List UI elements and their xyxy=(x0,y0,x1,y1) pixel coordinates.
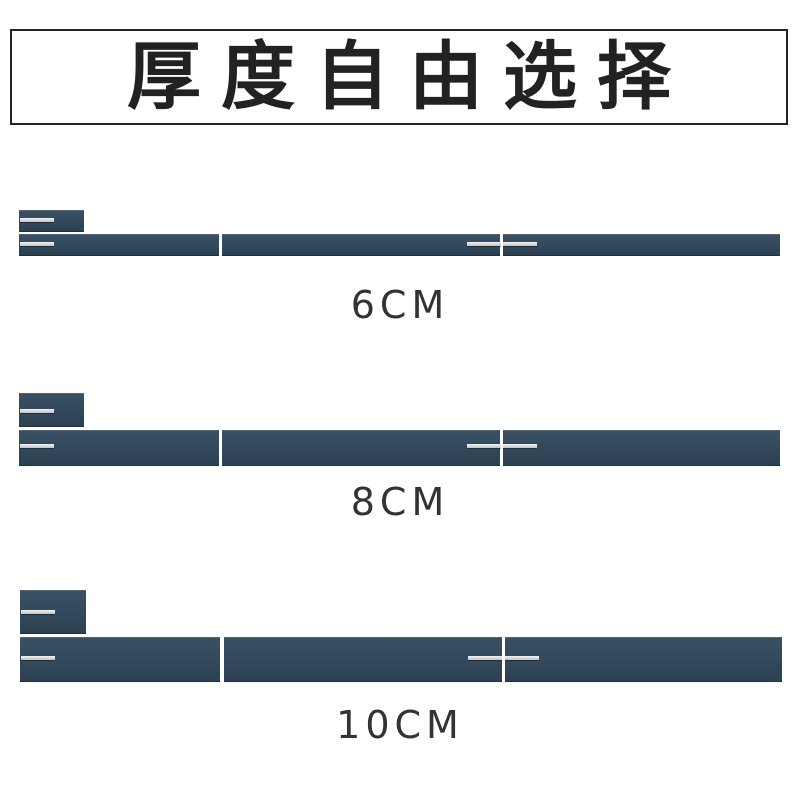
clip-icon xyxy=(20,218,54,222)
clip-icon xyxy=(20,444,54,448)
thickness-label: 8CM xyxy=(350,480,450,524)
thickness-option-6cm: 6CM xyxy=(0,208,800,328)
panel-strip-left xyxy=(19,234,219,256)
clip-icon xyxy=(467,444,501,448)
clip-icon xyxy=(468,656,502,660)
thickness-label: 10CM xyxy=(336,703,464,747)
panel-strip-middle xyxy=(222,234,500,256)
clip-icon xyxy=(467,242,501,246)
clip-icon xyxy=(20,409,54,413)
thickness-label: 6CM xyxy=(350,283,450,327)
clip-icon xyxy=(503,444,537,448)
panel-strip-right xyxy=(503,430,780,466)
clip-icon xyxy=(21,610,55,614)
title-box: 厚度自由选择 xyxy=(10,29,788,125)
clip-icon xyxy=(21,656,55,660)
panel-strip-middle xyxy=(224,637,502,682)
panel-strip-right xyxy=(503,234,780,256)
page-title: 厚度自由选择 xyxy=(127,34,691,120)
panel-strip-middle xyxy=(222,430,500,466)
thickness-option-8cm: 8CM xyxy=(0,392,800,522)
thickness-option-10cm: 10CM xyxy=(0,588,800,748)
clip-icon xyxy=(20,242,54,246)
panel-strip-left xyxy=(19,430,219,466)
clip-icon xyxy=(503,242,537,246)
panel-strip-right xyxy=(505,637,782,682)
clip-icon xyxy=(505,656,539,660)
